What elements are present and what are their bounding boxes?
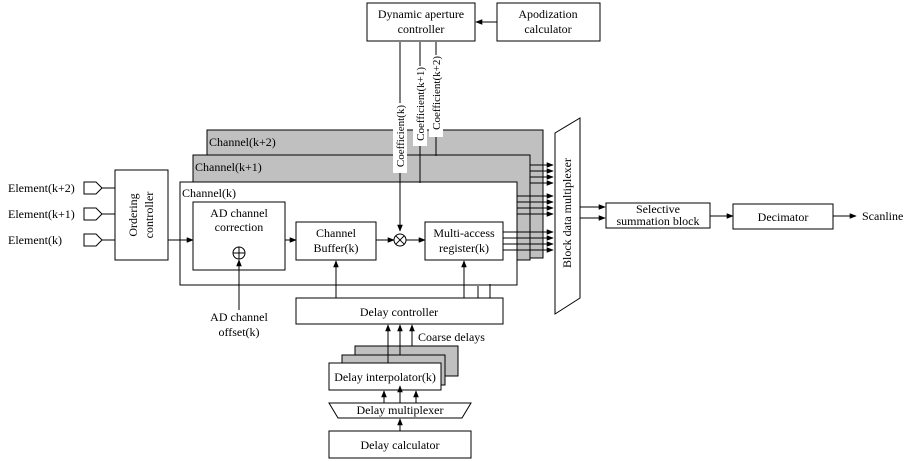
ad-channel-correction-block: AD channel correction (192, 201, 286, 271)
decimator-label: Decimator (758, 210, 809, 224)
apodization-label-line2: calculator (524, 22, 571, 36)
element-k2-label: Element(k+2) (8, 181, 75, 195)
coefficient-k-text: Coefficient(k) (395, 105, 407, 167)
selective-sum-label-line2: summation block (617, 214, 700, 228)
block-data-multiplexer: Block data multiplexer (554, 117, 581, 315)
apodization-calculator-block: Apodization calculator (496, 2, 601, 42)
ad-correction-label-line1: AD channel (210, 206, 268, 220)
coefficient-k1-tag: Coefficient(k+1) (413, 66, 427, 146)
coefficient-k-tag: Coefficient(k) (393, 103, 407, 173)
delay-interpolator-block: Delay interpolator(k) (328, 362, 442, 391)
dynamic-aperture-label-line2: controller (398, 22, 445, 36)
channel-k1-label: Channel(k+1) (195, 160, 262, 174)
delay-multiplexer-block: Delay multiplexer (328, 402, 472, 419)
element-k1-label: Element(k+1) (8, 207, 75, 221)
element-k2-connector-icon (83, 181, 103, 195)
multi-access-register-block: Multi-access register(k) (424, 221, 504, 261)
element-k-connector-icon (83, 233, 103, 247)
element-k1-connector-icon (83, 207, 103, 221)
channel-buffer-block: Channel Buffer(k) (295, 221, 377, 261)
channel-buffer-label-line2: Buffer(k) (313, 241, 358, 255)
coefficient-k2-tag: Coefficient(k+2) (429, 55, 443, 137)
channel-k-label: Channel(k) (182, 186, 236, 200)
multi-access-label-line2: register(k) (439, 241, 489, 255)
ordering-label-line2: controller (142, 192, 156, 239)
delay-interpolator-label: Delay interpolator(k) (334, 370, 436, 384)
sum-symbol (232, 246, 246, 260)
selective-sum-label-line1: Selective (636, 202, 680, 216)
coefficient-k2-text: Coefficient(k+2) (431, 56, 443, 130)
delay-controller-block: Delay controller (295, 297, 504, 325)
dynamic-aperture-label-line1: Dynamic aperture (378, 7, 464, 21)
coefficient-k1-text: Coefficient(k+1) (415, 67, 427, 141)
element-k-label: Element(k) (8, 233, 62, 247)
coarse-delays-label: Coarse delays (418, 330, 485, 344)
delay-controller-label: Delay controller (360, 305, 438, 319)
channel-output-arrows (503, 162, 554, 253)
ordering-controller-block: Ordering controller (114, 169, 169, 261)
delay-calculator-block: Delay calculator (328, 430, 472, 459)
scanline-label: Scanline (862, 209, 903, 223)
decimator-block: Decimator (732, 203, 834, 230)
apodization-label-line1: Apodization (518, 7, 577, 21)
channel-k2-label: Channel(k+2) (209, 135, 276, 149)
multi-access-label-line1: Multi-access (433, 226, 495, 240)
ad-correction-label-line2: correction (215, 220, 264, 234)
block-mux-label: Block data multiplexer (560, 158, 574, 268)
selective-summation-block: Selective summation block (605, 202, 711, 229)
element-inputs: Element(k+2) Element(k+1) Element(k) (8, 181, 115, 247)
multiply-symbol (393, 233, 407, 247)
ad-offset-label-line2: offset(k) (218, 325, 259, 339)
ordering-label-line1: Ordering (126, 193, 140, 236)
channel-buffer-label-line1: Channel (316, 226, 357, 240)
ad-offset-label-line1: AD channel (210, 310, 268, 324)
dynamic-aperture-controller-block: Dynamic aperture controller (366, 2, 476, 42)
delay-multiplexer-label: Delay multiplexer (357, 403, 444, 417)
delay-calculator-label: Delay calculator (361, 438, 440, 452)
